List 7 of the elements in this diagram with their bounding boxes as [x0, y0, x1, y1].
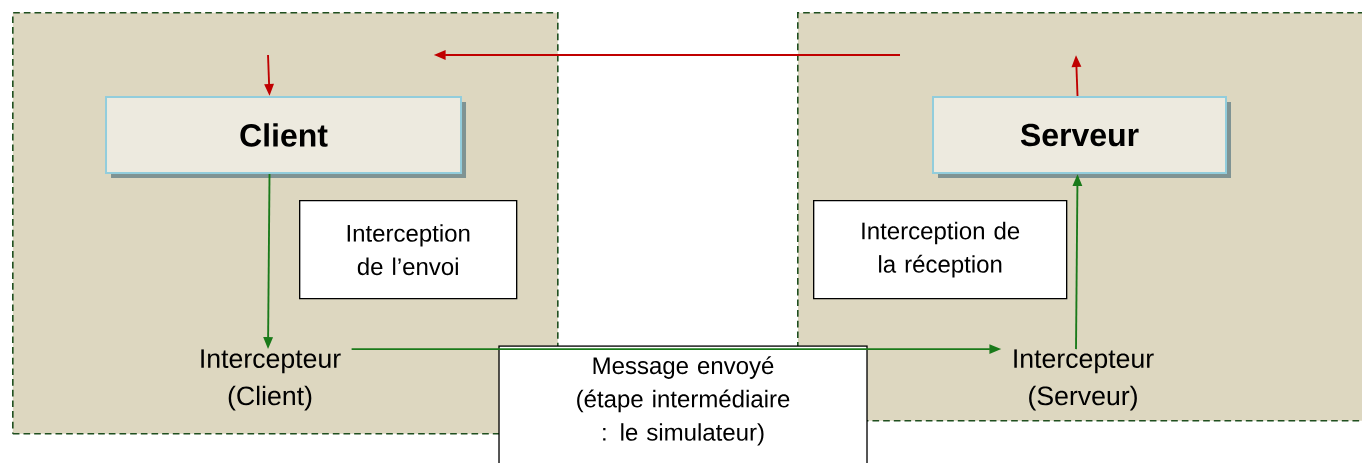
process-box: Serveur	[932, 96, 1231, 178]
process-box: Client	[105, 96, 466, 178]
component-label: Intercepteur (Serveur)	[1014, 349, 1154, 411]
message-box: Message envoyé (étape intermédiaire : le simulateur)	[498, 345, 868, 463]
note-box: Interception de la réception	[813, 200, 1068, 300]
component-label: Intercepteur (Client)	[201, 349, 341, 411]
note-box: Interception de l’envoi	[299, 200, 518, 300]
